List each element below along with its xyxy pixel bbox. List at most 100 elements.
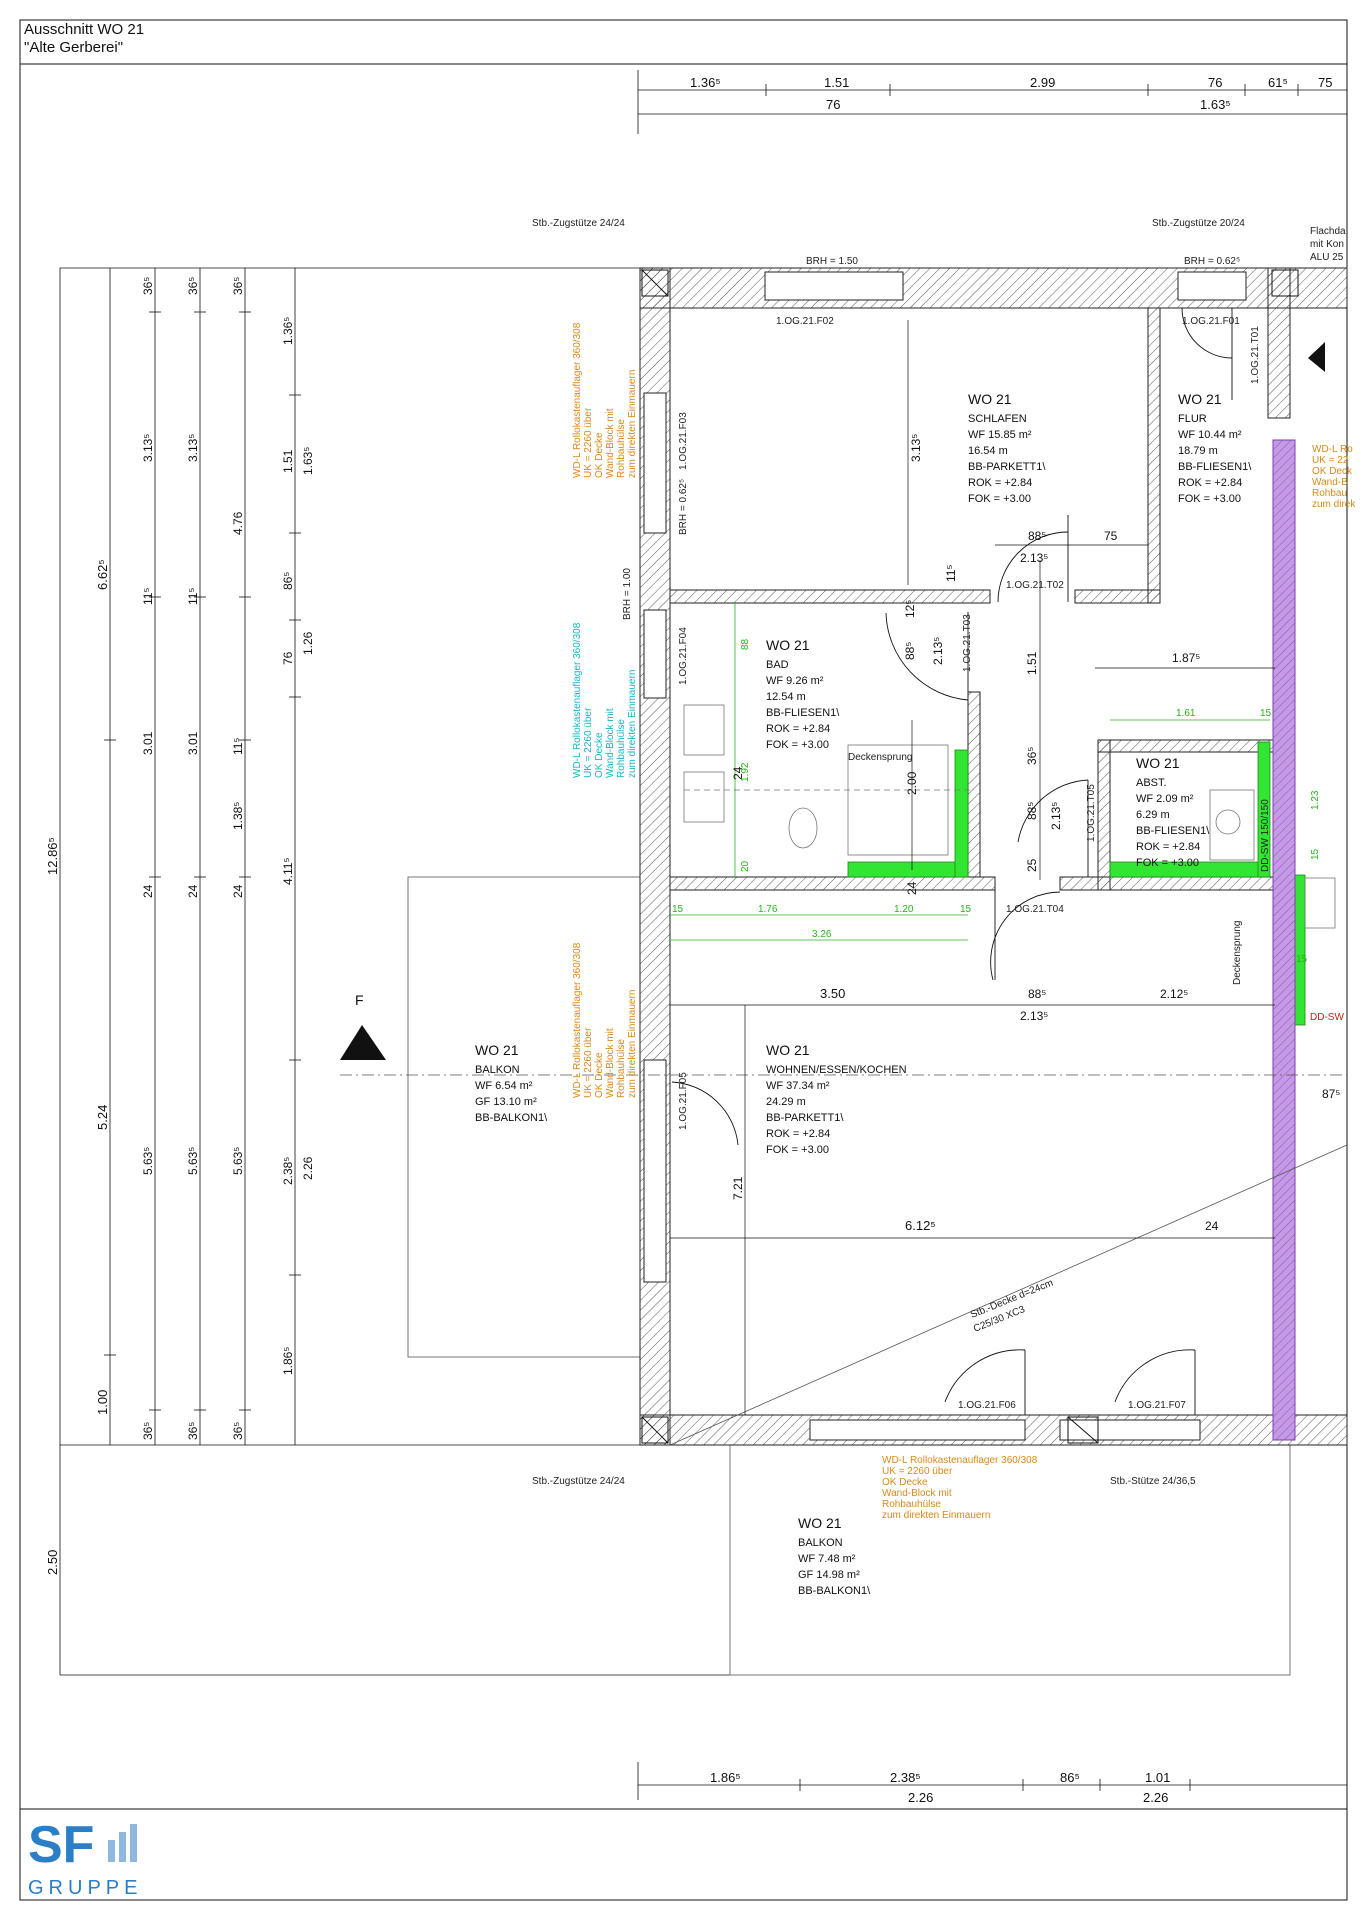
svg-text:BB-BALKON1\: BB-BALKON1\	[798, 1585, 871, 1597]
label-f07: 1.OG.21.F07	[1128, 1400, 1186, 1411]
svg-text:FOK = +3.00: FOK = +3.00	[968, 493, 1031, 505]
svg-text:WF 37.34 m²: WF 37.34 m²	[766, 1080, 830, 1092]
svg-text:SCHLAFEN: SCHLAFEN	[968, 413, 1027, 425]
label-flachdach-3: ALU 25	[1310, 252, 1344, 263]
svg-text:6.29 m: 6.29 m	[1136, 809, 1170, 821]
gd-326: 3.26	[812, 929, 832, 940]
top-dim-4: 76	[1208, 75, 1222, 90]
svg-text:WOHNEN/ESSEN/KOCHEN: WOHNEN/ESSEN/KOCHEN	[766, 1064, 907, 1076]
svg-text:WD-L Rollokastenauflager 360/3: WD-L Rollokastenauflager 360/308	[572, 622, 583, 778]
window-openings	[643, 271, 1247, 1441]
rd-2135-1: 2.13⁵	[1020, 551, 1048, 565]
left-dim-6625: 6.62⁵	[95, 559, 110, 590]
rd-350: 3.50	[820, 986, 845, 1001]
svg-text:WF 9.26 m²: WF 9.26 m²	[766, 675, 824, 687]
bot-dim-6: 2.26	[1143, 1790, 1168, 1805]
bottom-dimension-lines	[637, 1762, 1347, 1800]
rd-885-3: 88⁵	[1025, 802, 1039, 820]
rd-885-1: 88⁵	[1028, 529, 1046, 543]
svg-text:BALKON: BALKON	[475, 1064, 520, 1076]
c5-g: 36⁵	[231, 1422, 245, 1440]
green-dimension-lines	[670, 602, 1270, 941]
c5-c: 11⁵	[231, 738, 245, 755]
top-dim-7: 76	[826, 97, 840, 112]
rd-200: 2.00	[905, 771, 919, 795]
svg-text:BB-FLIESEN1\: BB-FLIESEN1\	[1136, 825, 1210, 837]
svg-text:UK = 2260 über: UK = 2260 über	[583, 707, 594, 778]
c3-f: 5.63⁵	[141, 1147, 155, 1175]
label-t01: 1.OG.21.T01	[1250, 326, 1261, 384]
label-ddsw: DD-SW	[1310, 1012, 1344, 1023]
tile-areas-green	[847, 741, 1306, 1026]
c4-b: 3.13⁵	[186, 434, 200, 462]
c7-a: 1.63⁵	[301, 447, 315, 475]
svg-text:WF 2.09 m²: WF 2.09 m²	[1136, 793, 1194, 805]
rd-schlafen-h: 3.13⁵	[909, 434, 923, 462]
label-brh-100: BRH = 1.00	[622, 568, 633, 620]
label-f04: 1.OG.21.F04	[678, 627, 689, 685]
svg-text:Wand-Block mit: Wand-Block mit	[605, 1028, 616, 1098]
svg-text:WF 10.44 m²: WF 10.44 m²	[1178, 429, 1242, 441]
svg-text:OK Decke: OK Decke	[594, 732, 605, 778]
note-orange-mid: WD-L Rollokastenauflager 360/308 UK = 22…	[572, 942, 638, 1098]
room-wohnen: WO 21 WOHNEN/ESSEN/KOCHEN WF 37.34 m² 24…	[766, 1042, 907, 1156]
svg-text:WO 21: WO 21	[766, 1042, 810, 1058]
label-zug-bl: Stb.-Zugstütze 24/24	[532, 1476, 625, 1487]
left-dim-100: 1.00	[95, 1390, 110, 1415]
purple-wall	[1272, 439, 1296, 1441]
rd-151: 1.51	[1025, 651, 1039, 675]
c3-g: 36⁵	[141, 1422, 155, 1440]
left-dim-250: 2.50	[45, 1550, 60, 1575]
c3-e: 24	[141, 884, 155, 898]
gd-123: 1.23	[1310, 790, 1321, 810]
label-t04: 1.OG.21.T04	[1006, 904, 1064, 915]
room-schlafen: WO 21 SCHLAFEN WF 15.85 m² 16.54 m BB-PA…	[968, 391, 1046, 505]
label-f06: 1.OG.21.F06	[958, 1400, 1016, 1411]
label-f05: 1.OG.21.F05	[678, 1072, 689, 1130]
c7-c: 2.26	[301, 1156, 315, 1180]
gd-15d: 15	[1310, 848, 1321, 860]
c6-b: 1.51	[281, 449, 295, 473]
c6-f: 2.38⁵	[281, 1157, 295, 1185]
svg-text:WF 7.48 m²: WF 7.48 m²	[798, 1553, 856, 1565]
svg-text:ROK = +2.84: ROK = +2.84	[766, 723, 830, 735]
svg-text:zum direk: zum direk	[1312, 499, 1356, 510]
c5-e: 24	[231, 884, 245, 898]
label-flachdach-2: mit Kon	[1310, 239, 1344, 250]
svg-text:ROK = +2.84: ROK = +2.84	[1178, 477, 1242, 489]
rd-75: 75	[1104, 529, 1118, 543]
label-brh-062-top: BRH = 0.62⁵	[1184, 256, 1240, 267]
note-orange-right: WD-L Ro UK = 22 OK Deck Wand-B Rohbau zu…	[1312, 444, 1356, 510]
note-orange-top: WD-L Rollokastenauflager 360/308 UK = 22…	[572, 322, 638, 478]
bot-dim-1: 1.86⁵	[710, 1770, 741, 1785]
svg-text:WF 6.54 m²: WF 6.54 m²	[475, 1080, 533, 1092]
svg-text:Rohbauhülse: Rohbauhülse	[616, 419, 627, 478]
gd-15a: 15	[672, 904, 684, 915]
left-dimension-lines	[59, 267, 740, 1676]
interior-dimension-lines	[670, 320, 1275, 1415]
rd-6125: 6.12⁵	[905, 1218, 936, 1233]
label-deckensprung-1: Deckensprung	[848, 752, 912, 763]
svg-text:zum direkten Einmauern: zum direkten Einmauern	[882, 1510, 990, 1521]
c6-g: 1.86⁵	[281, 1347, 295, 1375]
svg-text:Rohbau: Rohbau	[1312, 488, 1347, 499]
rd-125: 12⁵	[903, 600, 917, 618]
c3-d: 3.01	[141, 731, 155, 755]
bot-dim-5: 2.26	[908, 1790, 933, 1805]
svg-text:OK Deck: OK Deck	[1312, 466, 1353, 477]
svg-text:WO 21: WO 21	[1178, 391, 1222, 407]
label-brh-150: BRH = 1.50	[806, 256, 858, 267]
balcony-outlines	[407, 876, 1291, 1676]
gd-176: 1.76	[758, 904, 778, 915]
svg-text:Rohbauhülse: Rohbauhülse	[616, 1039, 627, 1098]
rd-365: 36⁵	[1025, 747, 1039, 765]
svg-text:FLUR: FLUR	[1178, 413, 1207, 425]
rd-24-2: 24	[905, 881, 919, 895]
label-zug-tl: Stb.-Zugstütze 24/24	[532, 218, 625, 229]
svg-text:ROK = +2.84: ROK = +2.84	[766, 1128, 830, 1140]
svg-text:24.29 m: 24.29 m	[766, 1096, 806, 1108]
rd-115: 11⁵	[944, 565, 958, 582]
sanitary-fixtures	[683, 704, 1336, 929]
svg-text:WO 21: WO 21	[766, 637, 810, 653]
